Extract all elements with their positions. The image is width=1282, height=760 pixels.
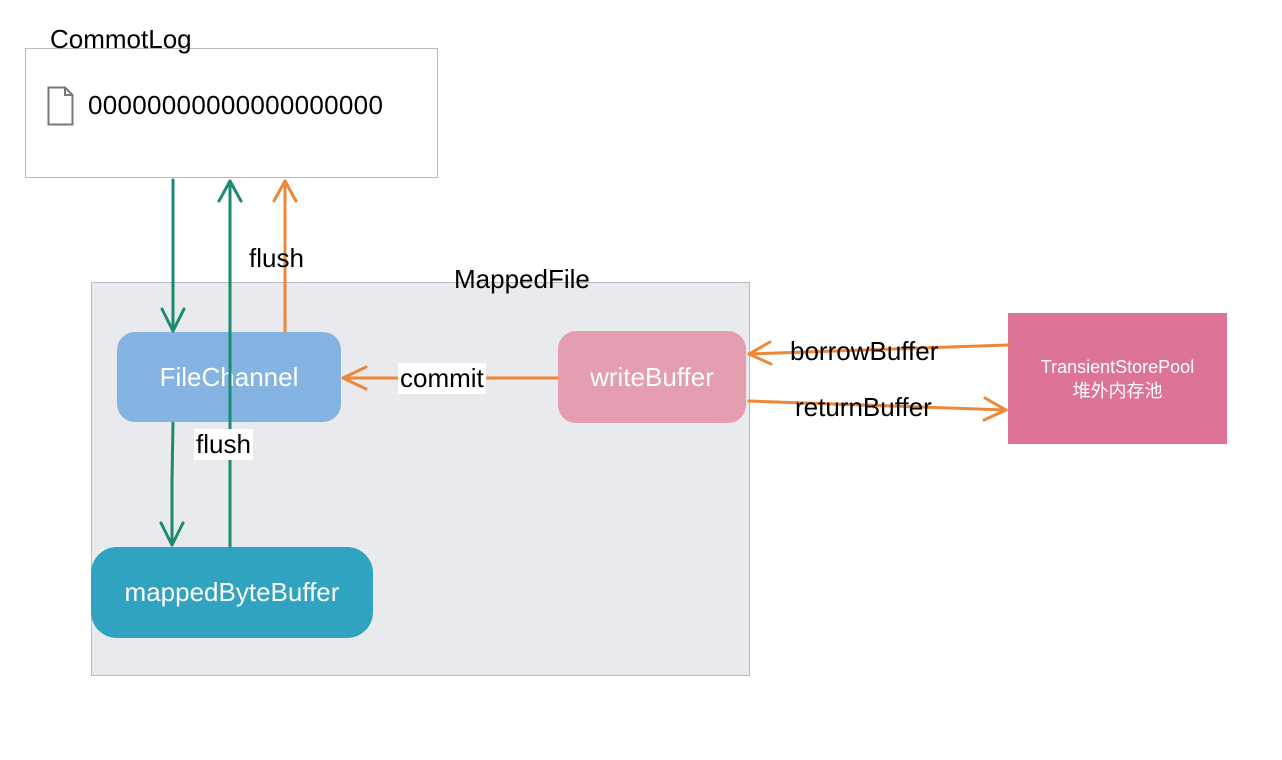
- document-icon: [47, 86, 74, 126]
- commitlog-box: [25, 48, 438, 178]
- commitlog-title: CommotLog: [50, 24, 192, 54]
- commit-label: commit: [398, 363, 486, 394]
- writebuffer-label: writeBuffer: [590, 361, 714, 392]
- borrow-buffer-label: borrowBuffer: [790, 336, 939, 366]
- arrow-pool-to-writebuffer: [747, 343, 1010, 356]
- arrow-writebuffer-to-pool: [747, 399, 1008, 412]
- mappedbytebuffer-node: mappedByteBuffer: [91, 547, 373, 638]
- arrowhead-commitlog-bottom-orange: [272, 179, 298, 203]
- transientstorepool-node: TransientStorePool 堆外内存池: [1008, 313, 1227, 444]
- arrowhead-commitlog-bottom: [217, 179, 243, 203]
- flush-label-middle: flush: [194, 429, 253, 460]
- return-buffer-label: returnBuffer: [795, 392, 932, 422]
- writebuffer-node: writeBuffer: [558, 331, 746, 423]
- arrowhead-pool-left: [982, 396, 1008, 422]
- arrowhead-writebuffer-right: [747, 340, 773, 366]
- arrowhead-filechannel-top: [160, 307, 186, 333]
- arrow-filechannel-to-mappedbytebuffer: [170, 421, 175, 547]
- arrowhead-mappedbytebuffer-top: [159, 521, 185, 547]
- commitlog-file-name: 00000000000000000000: [88, 90, 384, 120]
- transientstorepool-sublabel: 堆外内存池: [1072, 380, 1163, 401]
- mappedbytebuffer-label: mappedByteBuffer: [124, 577, 340, 607]
- flush-label-top: flush: [249, 243, 304, 273]
- arrowhead-filechannel-right: [341, 365, 368, 391]
- mappedfile-title: MappedFile: [454, 264, 590, 294]
- transientstorepool-label: TransientStorePool: [1040, 356, 1195, 377]
